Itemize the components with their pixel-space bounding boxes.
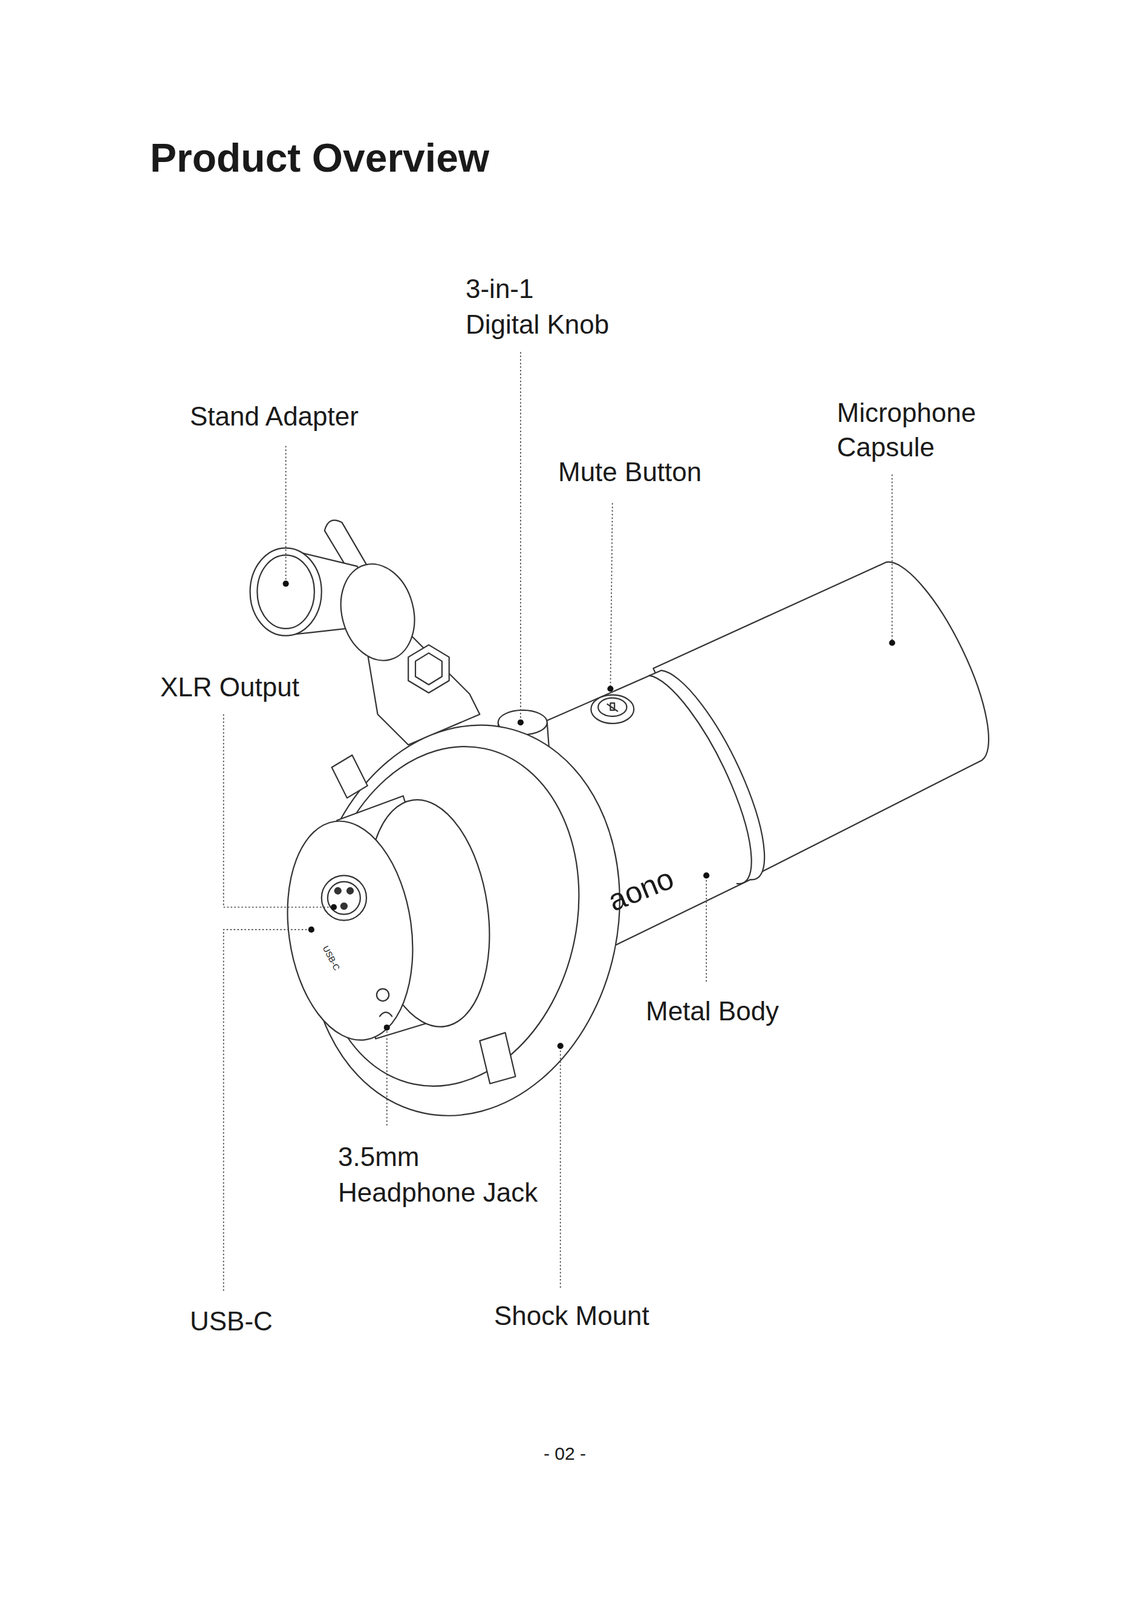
shock-mount-clip (331, 755, 368, 799)
leader-dot (888, 639, 895, 646)
page-number: - 02 - (543, 1442, 586, 1466)
page-title: Product Overview (149, 131, 490, 184)
headphone-icon (379, 1012, 392, 1018)
leader-line (223, 714, 334, 908)
part-label: Stand Adapter (189, 399, 359, 434)
part-label: XLR Output (160, 670, 300, 705)
mute-button-inner (598, 698, 627, 717)
leader-line (223, 930, 312, 1292)
part-label: USB-C (189, 1304, 273, 1339)
shock-mount-ring-inner (288, 722, 610, 1112)
leader-dot (383, 1024, 391, 1032)
leader-line (705, 875, 707, 983)
leader-line (285, 446, 287, 585)
shock-mount-clip (479, 1032, 516, 1084)
leader-dot (308, 927, 315, 934)
mute-button (590, 695, 634, 724)
adapter-hex-inner (415, 653, 443, 685)
leader-dot (283, 581, 290, 588)
rear-cap-face (273, 813, 426, 1049)
mute-icon (607, 703, 618, 712)
xlr-pin (335, 888, 342, 895)
part-label: Metal Body (645, 994, 779, 1029)
leader-dot (703, 872, 710, 879)
adapter-collar (330, 555, 426, 669)
xlr-socket-inner (327, 882, 361, 915)
leader-dot (557, 1043, 564, 1050)
leader-dot (607, 685, 614, 692)
headphone-jack (376, 989, 389, 1002)
leader-line (891, 474, 893, 644)
part-label: Shock Mount (494, 1298, 650, 1334)
xlr-pin (341, 903, 348, 910)
part-label: Microphone Capsule (836, 395, 986, 465)
part-label: Mute Button (558, 454, 702, 490)
leader-line (610, 503, 612, 689)
shock-mount-ring (273, 696, 656, 1146)
xlr-socket (321, 875, 367, 921)
leader-line (559, 1046, 562, 1289)
part-label: 3.5mm Headphone Jack (338, 1139, 546, 1211)
leader-line (520, 351, 522, 723)
xlr-pin (347, 888, 354, 895)
leader-dot (330, 904, 337, 911)
adapter-hex-nut (408, 645, 450, 693)
leader-dot (517, 719, 524, 726)
part-label: 3-in-1 Digital Knob (465, 270, 612, 343)
body-ring (649, 676, 752, 885)
leader-line (386, 1027, 388, 1126)
adapter-end-inner (256, 555, 315, 629)
